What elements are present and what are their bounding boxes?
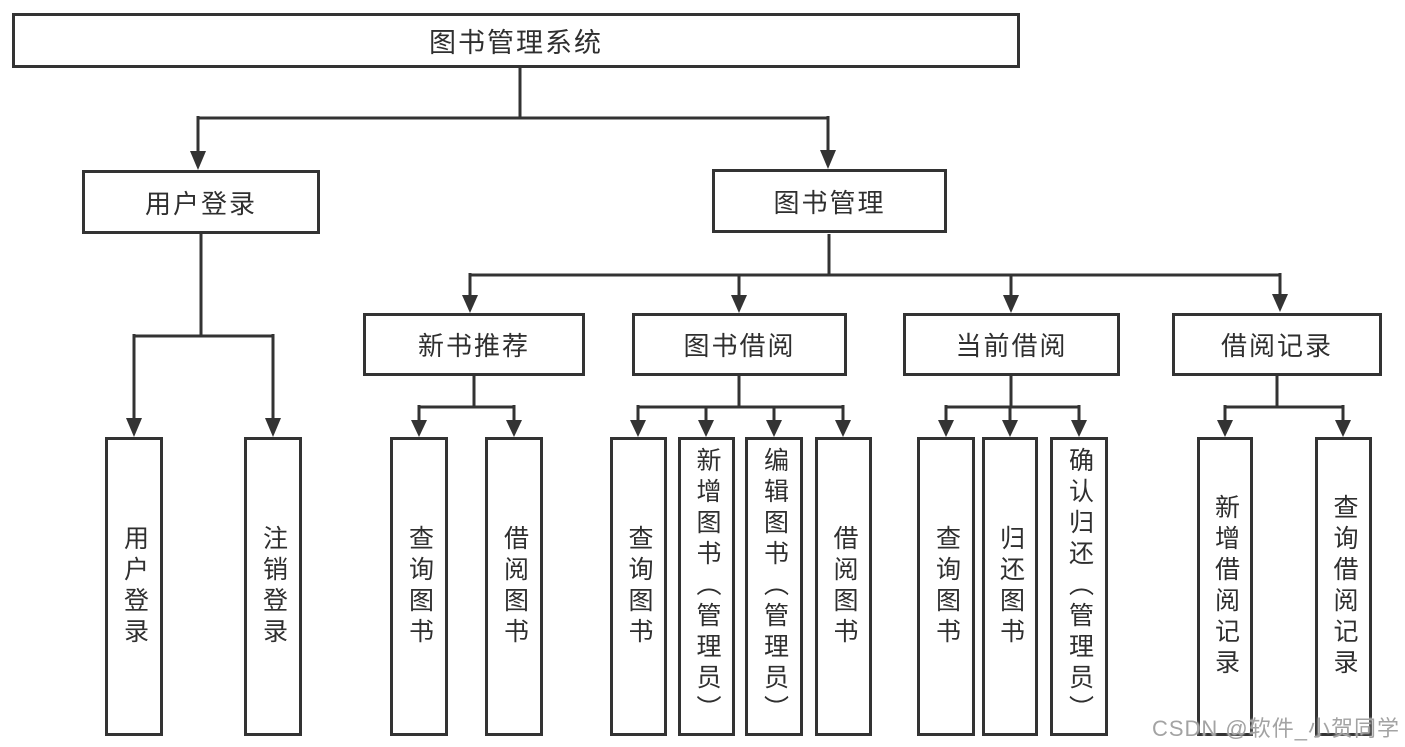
leaf-add-book-admin-label: 新增图书（管理员） — [693, 447, 721, 726]
leaf-query-borrow-record: 查询借阅记录 — [1315, 437, 1372, 736]
node-new-book-recommendation: 新书推荐 — [363, 313, 585, 376]
connector-recommend-group — [417, 375, 516, 421]
connector-records-group — [1223, 376, 1345, 421]
arrow-down-icon — [1217, 420, 1233, 437]
leaf-edit-book-admin-label: 编辑图书（管理员） — [760, 447, 789, 726]
leaf-add-book-admin: 新增图书（管理员） — [678, 437, 735, 736]
connector-user-login-group — [132, 234, 275, 420]
arrow-down-icon — [411, 420, 427, 437]
node-new-book-recommendation-label: 新书推荐 — [417, 331, 530, 361]
arrow-down-icon — [835, 420, 851, 437]
leaf-confirm-return-admin: 确认归还（管理员） — [1050, 437, 1108, 736]
leaf-query-books-borrowing: 查询图书 — [610, 437, 667, 736]
leaf-logout-label: 注销登录 — [259, 524, 288, 649]
arrow-down-icon — [938, 420, 954, 437]
node-borrowing-records-label: 借阅记录 — [1220, 331, 1333, 361]
leaf-borrow-books-borrowing: 借阅图书 — [815, 437, 872, 736]
leaf-return-books-label: 归还图书 — [996, 524, 1025, 649]
arrow-down-icon — [126, 418, 142, 437]
arrow-down-icon — [766, 420, 782, 437]
arrow-down-icon — [1071, 420, 1087, 437]
leaf-query-books-recommend-label: 查询图书 — [405, 524, 434, 649]
connector-book-management-group — [468, 234, 1282, 296]
arrow-down-icon — [265, 418, 281, 437]
arrow-down-icon — [1335, 420, 1351, 437]
node-root-label: 图书管理系统 — [429, 28, 603, 58]
node-book-management-label: 图书管理 — [773, 187, 886, 218]
arrow-down-icon — [698, 420, 714, 437]
leaf-query-borrow-record-label: 查询借阅记录 — [1330, 493, 1358, 680]
node-root: 图书管理系统 — [12, 13, 1020, 68]
node-current-borrowing-label: 当前借阅 — [955, 331, 1068, 361]
leaf-borrow-books-recommend: 借阅图书 — [485, 437, 543, 736]
arrow-down-icon — [462, 295, 478, 313]
leaf-add-borrow-record: 新增借阅记录 — [1197, 437, 1253, 736]
leaf-edit-book-admin: 编辑图书（管理员） — [745, 437, 803, 736]
arrow-down-icon — [1003, 295, 1019, 313]
leaf-logout: 注销登录 — [244, 437, 302, 736]
connector-root-to-level2 — [196, 68, 830, 152]
arrow-down-icon — [506, 420, 522, 437]
node-borrowing-records: 借阅记录 — [1172, 313, 1382, 376]
watermark: CSDN @软件_小贺同学 — [1151, 716, 1400, 741]
arrow-down-icon — [190, 151, 206, 170]
node-book-borrowing: 图书借阅 — [632, 313, 847, 376]
node-book-management: 图书管理 — [712, 169, 947, 233]
arrow-down-icon — [630, 420, 646, 437]
leaf-query-books-current: 查询图书 — [917, 437, 975, 736]
connector-borrowing-group — [636, 376, 845, 421]
leaf-return-books: 归还图书 — [982, 437, 1038, 736]
arrow-down-icon — [820, 150, 836, 169]
arrow-down-icon — [731, 295, 747, 313]
leaf-confirm-return-admin-label: 确认归还（管理员） — [1065, 447, 1094, 726]
leaf-query-books-recommend: 查询图书 — [390, 437, 448, 736]
node-user-login: 用户登录 — [82, 170, 320, 234]
arrow-down-icon — [1002, 420, 1018, 437]
leaf-query-books-borrowing-label: 查询图书 — [625, 524, 653, 649]
leaf-query-books-current-label: 查询图书 — [932, 524, 961, 649]
node-current-borrowing: 当前借阅 — [903, 313, 1120, 376]
leaf-user-login: 用户登录 — [105, 437, 163, 736]
leaf-user-login-label: 用户登录 — [120, 524, 149, 649]
leaf-borrow-books-borrowing-label: 借阅图书 — [830, 524, 858, 649]
arrow-down-icon — [1272, 294, 1288, 312]
node-user-login-label: 用户登录 — [144, 188, 257, 219]
node-book-borrowing-label: 图书借阅 — [683, 331, 796, 361]
leaf-borrow-books-recommend-label: 借阅图书 — [500, 524, 529, 649]
connector-current-group — [944, 376, 1081, 421]
leaf-add-borrow-record-label: 新增借阅记录 — [1211, 493, 1240, 680]
